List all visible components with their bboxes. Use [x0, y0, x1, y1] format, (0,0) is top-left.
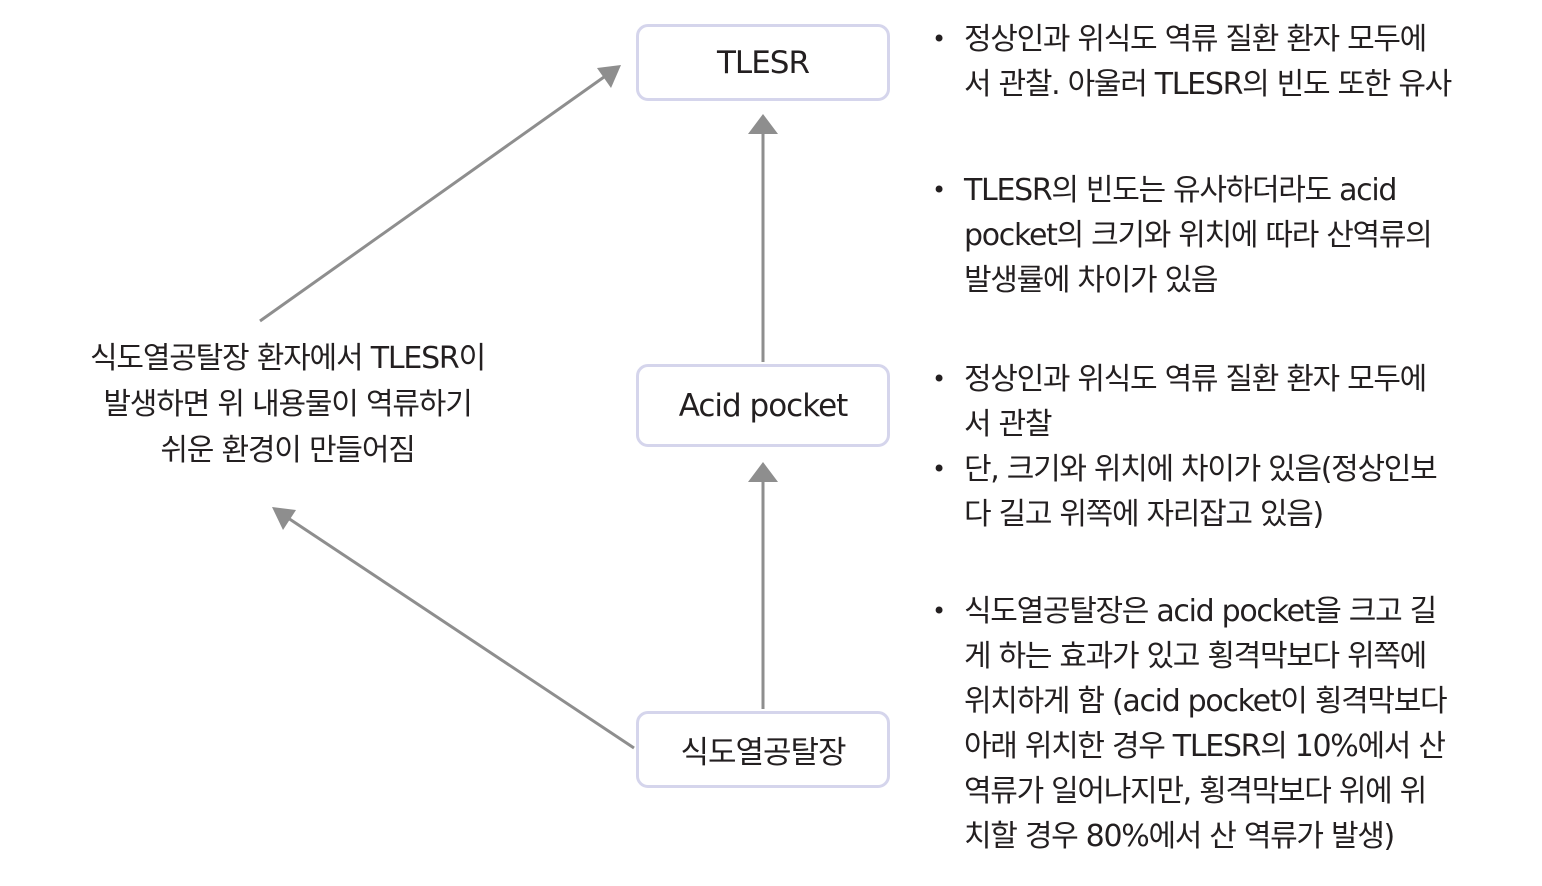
arrowhead-left-note: [272, 507, 296, 530]
bullet-item: TLESR의 빈도는 유사하더라도 acid pocket의 크기와 위치에 따…: [930, 168, 1530, 303]
notes-tlesr: 정상인과 위식도 역류 질환 환자 모두에 서 관찰. 아울러 TLESR의 빈…: [930, 17, 1530, 107]
notes-acid-pocket: 정상인과 위식도 역류 질환 환자 모두에 서 관찰 단, 크기와 위치에 차이…: [930, 357, 1530, 537]
arrow-hernia-to-left-note: [287, 516, 635, 750]
bullet-item: 정상인과 위식도 역류 질환 환자 모두에 서 관찰. 아울러 TLESR의 빈…: [930, 17, 1530, 107]
node-tlesr: TLESR: [636, 24, 890, 101]
node-hiatal-hernia-label: 식도열공탈장: [680, 735, 846, 771]
node-acid-pocket-label: Acid pocket: [678, 387, 849, 424]
arrowhead-acid-pocket: [748, 462, 778, 482]
left-note: 식도열공탈장 환자에서 TLESR이 발생하면 위 내용물이 역류하기 쉬운 환…: [90, 341, 486, 468]
node-hiatal-hernia: 식도열공탈장: [636, 711, 890, 788]
bullet-item: 정상인과 위식도 역류 질환 환자 모두에 서 관찰: [930, 357, 1530, 447]
arrowhead-tlesr-diagonal: [597, 65, 621, 88]
arrow-left-note-to-tlesr: [259, 75, 605, 323]
notes-hiatal-hernia: 식도열공탈장은 acid pocket을 크고 길 게 하는 효과가 있고 횡격…: [930, 589, 1530, 859]
node-acid-pocket: Acid pocket: [636, 364, 890, 447]
bullet-item: 식도열공탈장은 acid pocket을 크고 길 게 하는 효과가 있고 횡격…: [930, 589, 1530, 859]
notes-tlesr-acid: TLESR의 빈도는 유사하더라도 acid pocket의 크기와 위치에 따…: [930, 168, 1530, 303]
arrowhead-tlesr: [748, 114, 778, 134]
node-tlesr-label: TLESR: [716, 44, 810, 81]
bullet-item: 단, 크기와 위치에 차이가 있음(정상인보 다 길고 위쪽에 자리잡고 있음): [930, 447, 1530, 537]
